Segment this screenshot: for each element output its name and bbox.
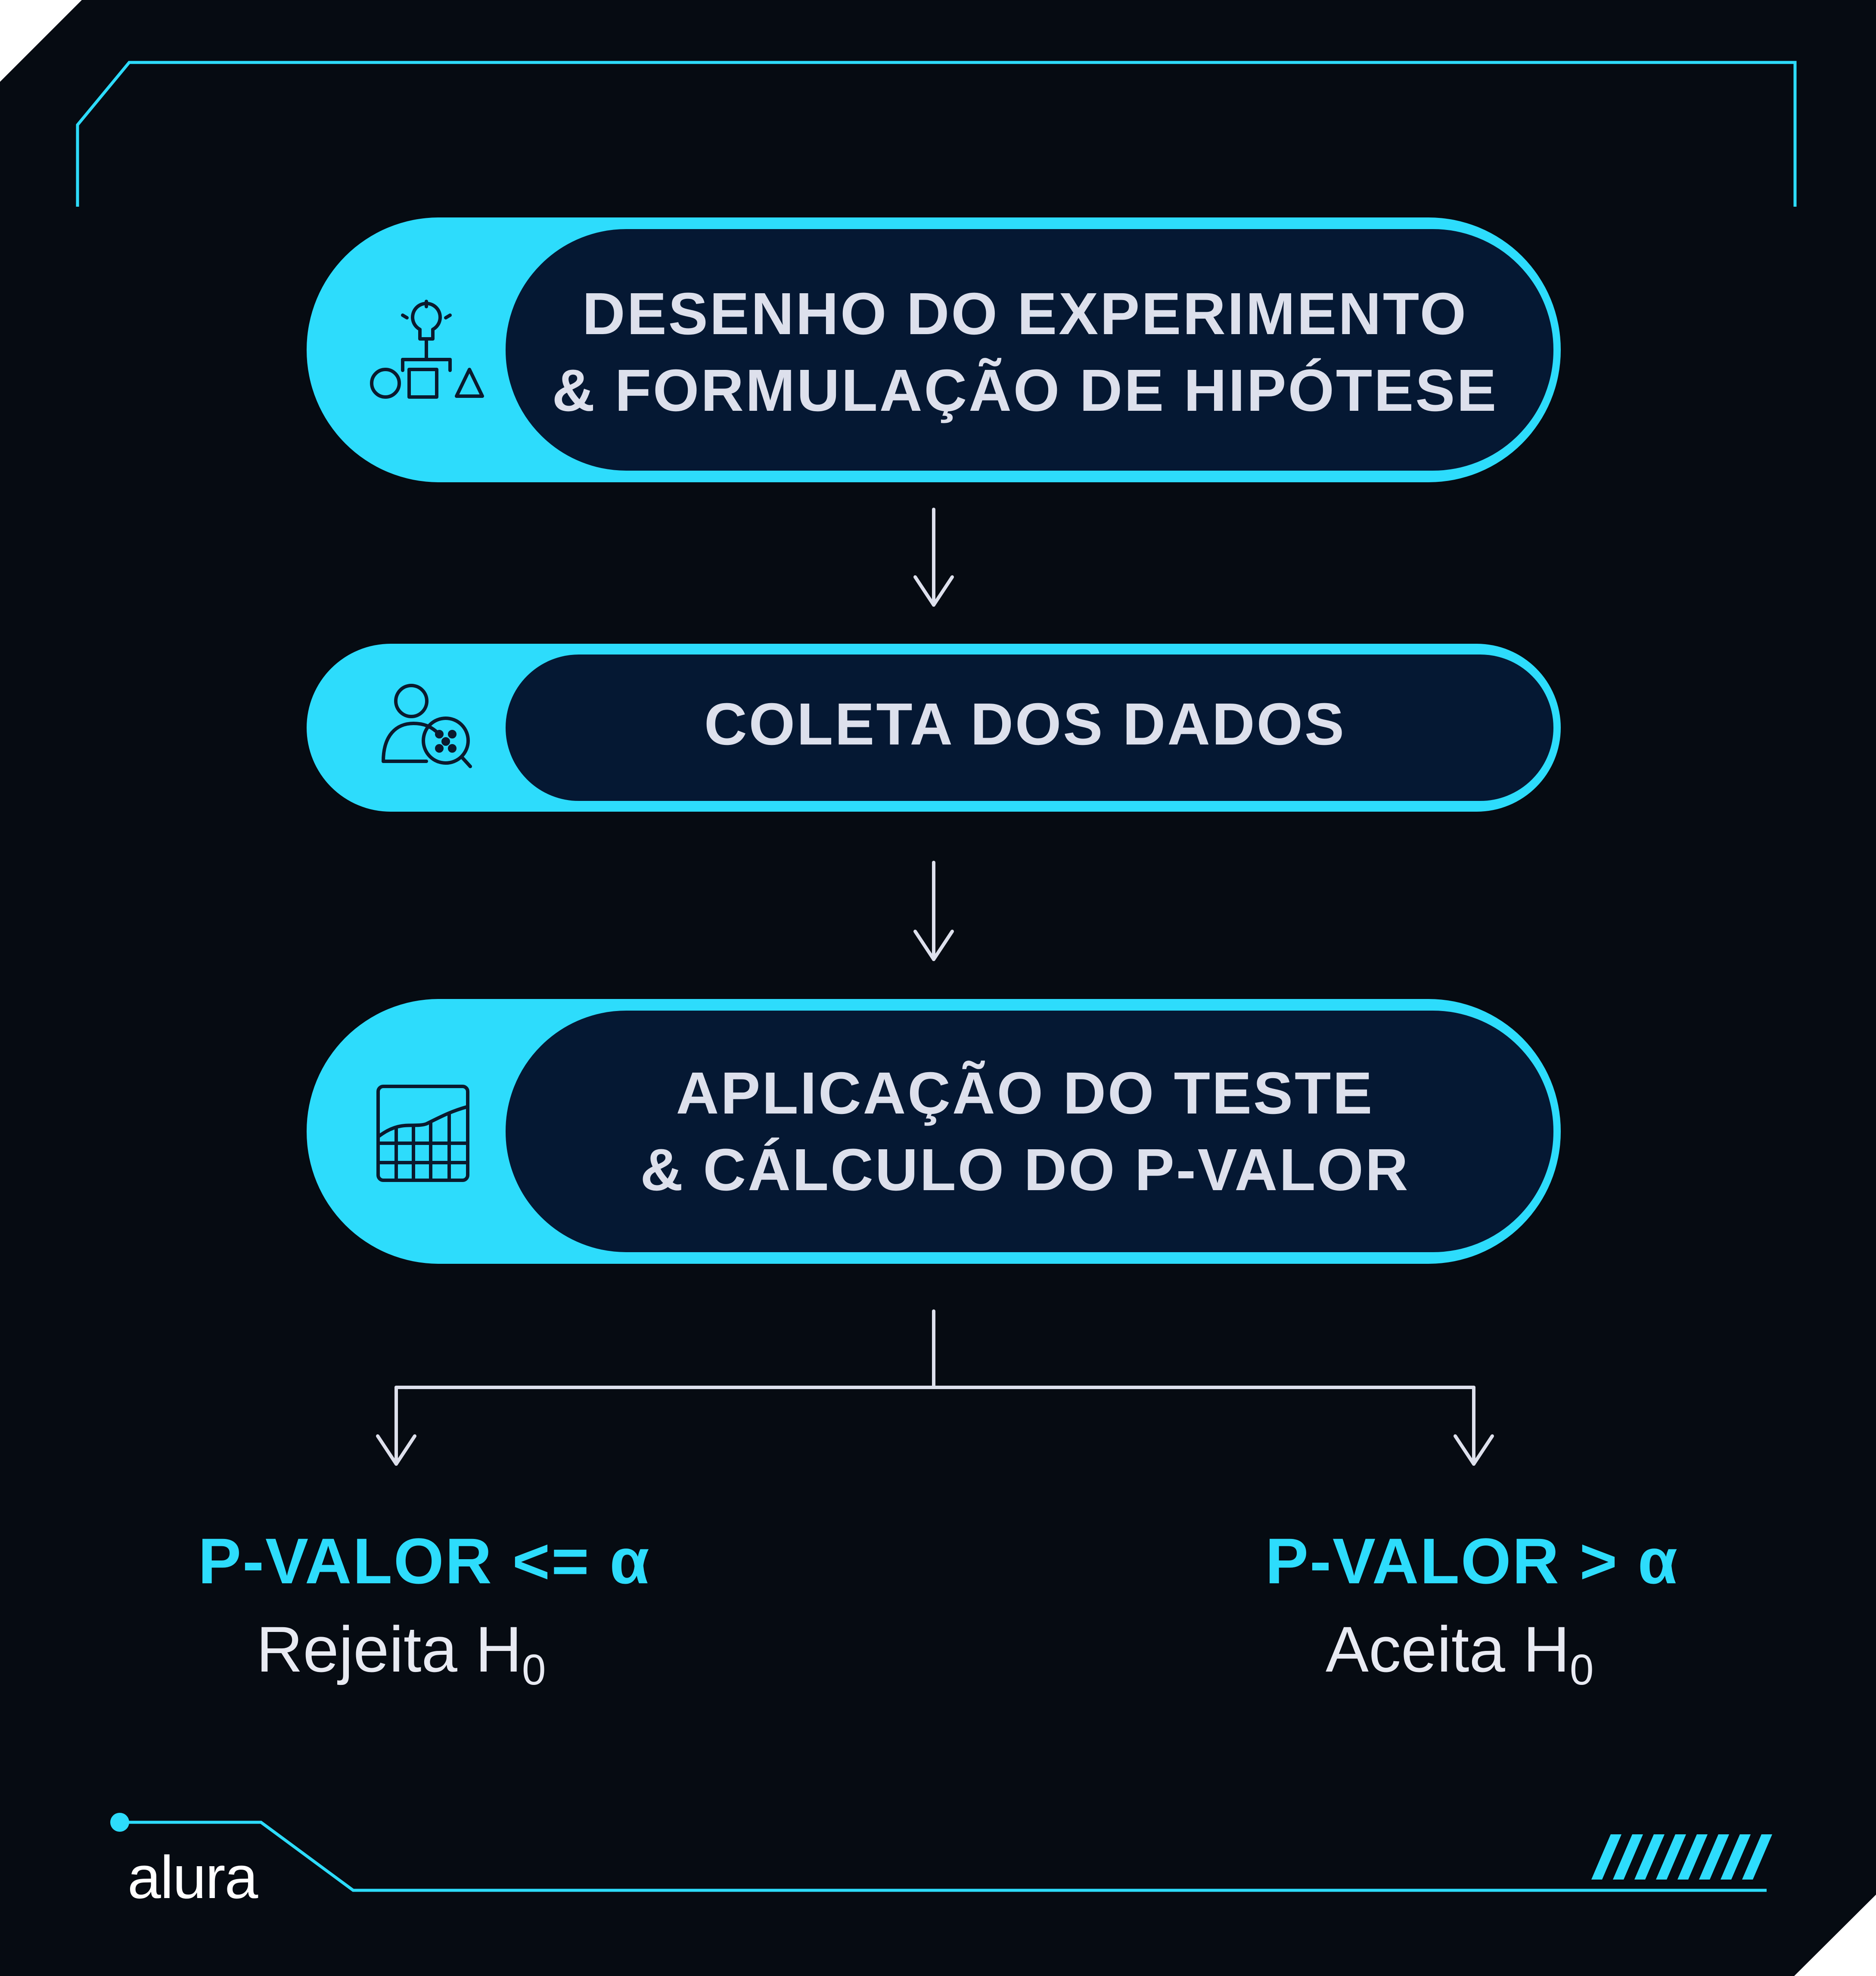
step-1-pill [307, 217, 1561, 482]
stripes-decoration [1591, 1834, 1772, 1880]
top-frame-line [76, 61, 1797, 207]
outcome-right-condition: P-VALOR > α [1265, 1525, 1679, 1597]
step-3-text: APLICAÇÃO DO TESTE & CÁLCULO DO P-VALOR [508, 1055, 1542, 1208]
step-2-line-1: COLETA DOS DADOS [704, 691, 1346, 757]
step-1-line-2: & FORMULAÇÃO DE HIPÓTESE [552, 357, 1498, 424]
branch-connector [376, 1309, 1494, 1466]
outcome-left-result-text: Rejeita H [256, 1613, 522, 1685]
bottom-frame-line [120, 1821, 1767, 1892]
step-2-pill [307, 644, 1561, 812]
step-3-line-2: & CÁLCULO DO P-VALOR [640, 1137, 1410, 1203]
arrow-step2-to-step3 [913, 861, 954, 961]
alura-logo: alura [127, 1843, 258, 1911]
outcome-left-result: Rejeita H0 [256, 1610, 546, 1696]
chart-grid-icon [376, 1085, 469, 1182]
step-2-text: COLETA DOS DADOS [508, 686, 1542, 763]
outcome-left-condition: P-VALOR <= α [198, 1525, 651, 1597]
step-1-text: DESENHO DO EXPERIMENTO & FORMULAÇÃO DE H… [508, 276, 1542, 429]
outcome-left-subscript: 0 [522, 1646, 546, 1694]
idea-shapes-icon [370, 300, 484, 399]
outcome-right-result: Aceita H0 [1326, 1610, 1594, 1696]
outcome-right-subscript: 0 [1569, 1646, 1594, 1694]
step-3-line-1: APLICAÇÃO DO TESTE [676, 1060, 1374, 1126]
outcome-right-result-text: Aceita H [1326, 1613, 1570, 1685]
user-data-search-icon [382, 684, 472, 768]
arrow-step1-to-step2 [913, 508, 954, 607]
step-3-pill [307, 999, 1561, 1264]
step-1-line-1: DESENHO DO EXPERIMENTO [582, 281, 1468, 347]
